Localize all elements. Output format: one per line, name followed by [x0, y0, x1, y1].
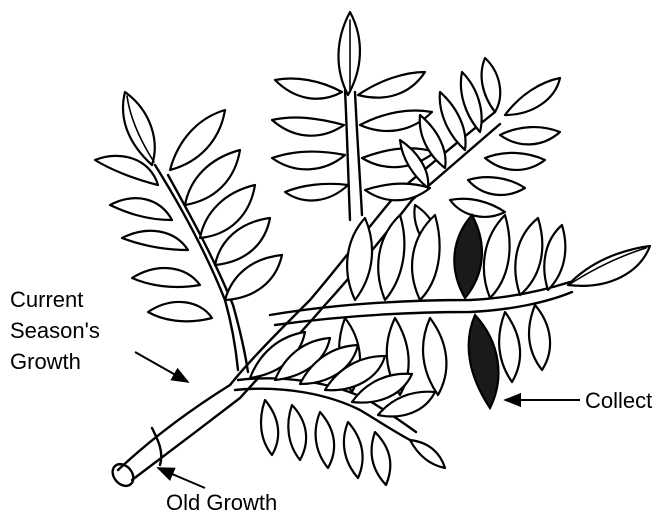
current-season-arrow [135, 352, 188, 382]
label-current-line-3: Growth [10, 349, 81, 374]
old-growth-arrow [158, 468, 205, 488]
collect-leaflet-lower [469, 315, 499, 408]
label-current-line-1: Current [10, 287, 83, 312]
leaflets [95, 12, 650, 485]
label-old-growth: Old Growth [166, 490, 277, 515]
collect-leaflet-upper [454, 215, 482, 298]
label-collect: Collect [585, 388, 652, 413]
label-current-line-2: Season's [10, 318, 100, 343]
